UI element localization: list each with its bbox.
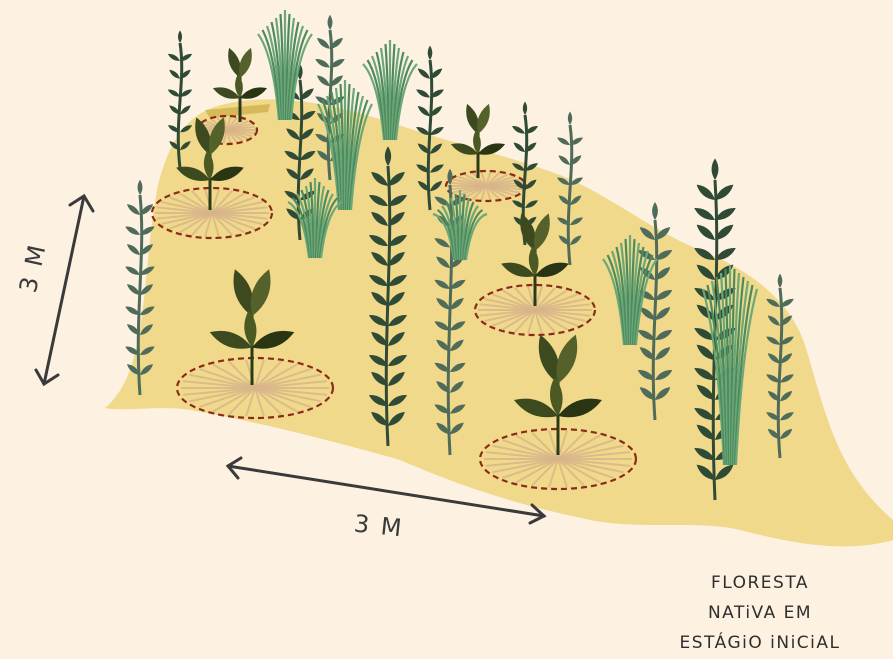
vertical-dimension-arrow [36,196,93,384]
horizontal-dimension-label: 3 M [353,509,405,542]
caption-line-3: ESTÁGiO iNiCiAL [660,628,860,658]
caption: FLORESTA NATiVA EM ESTÁGiO iNiCiAL [660,568,860,658]
caption-line-2: NATiVA EM [660,598,860,628]
caption-line-1: FLORESTA [660,568,860,598]
